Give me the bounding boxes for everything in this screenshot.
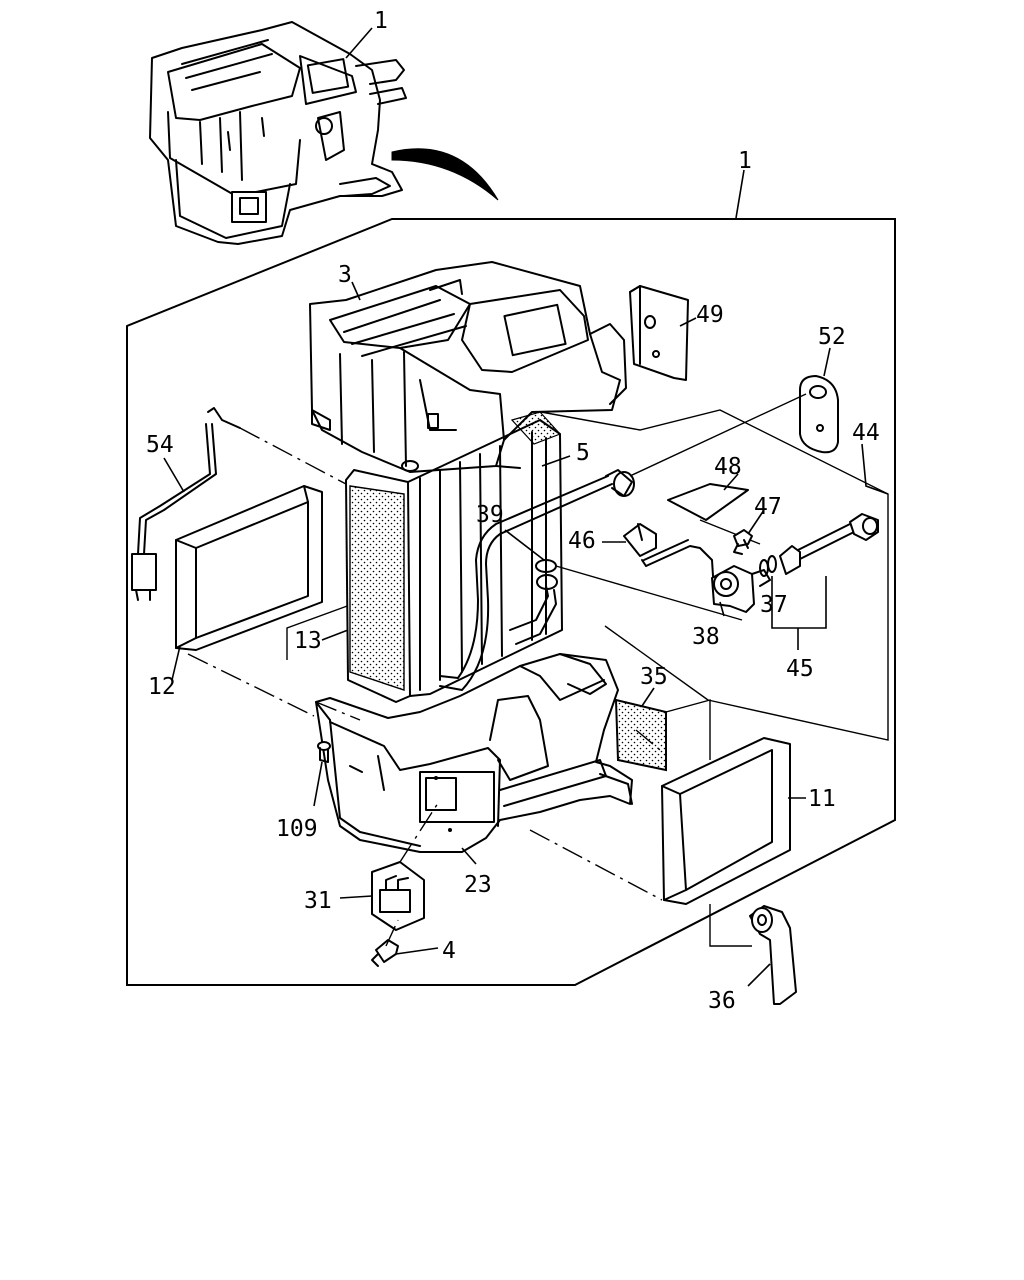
callout-45: 45	[786, 656, 814, 682]
callout-11: 11	[808, 786, 836, 812]
sensor-clip-part	[623, 523, 723, 597]
callout-46: 46	[568, 528, 596, 554]
exploded-view-frame	[126, 218, 896, 986]
callout-39: 39	[476, 502, 504, 528]
callout-36: 36	[708, 988, 736, 1014]
callout-1-frame: 1	[738, 148, 752, 174]
callout-52: 52	[818, 324, 846, 350]
callout-35: 35	[640, 664, 668, 690]
refrigerant-hose-part	[779, 513, 879, 575]
refrigerant-pipe-part	[439, 469, 635, 691]
callout-12: 12	[148, 674, 176, 700]
callout-49: 49	[696, 302, 724, 328]
lower-case-part	[315, 653, 633, 853]
callout-3: 3	[338, 262, 352, 288]
callout-48: 48	[714, 454, 742, 480]
callout-44: 44	[852, 420, 880, 446]
callout-37: 37	[760, 592, 788, 618]
callout-109: 109	[276, 816, 318, 842]
thermistor-harness-part	[131, 407, 347, 601]
foam-seal-part	[614, 698, 711, 772]
valve-subassembly-outline	[286, 409, 889, 741]
callout-54: 54	[146, 432, 174, 458]
callout-5: 5	[576, 440, 590, 466]
right-air-filter-frame-part	[529, 737, 791, 905]
grommet-part	[629, 375, 839, 477]
insulator-pad-part	[629, 285, 689, 381]
screw-109-part	[315, 701, 361, 763]
callout-labels: 1 1 3 49 52 44 54 5 48 47 39 46 37 38 13…	[146, 8, 880, 1014]
callout-23: 23	[464, 872, 492, 898]
left-air-filter-frame-part	[175, 485, 323, 651]
resistor-part	[371, 799, 441, 931]
callout-47: 47	[754, 494, 782, 520]
callout-4: 4	[442, 938, 456, 964]
callout-13: 13	[294, 628, 322, 654]
arrow-icon	[391, 148, 499, 201]
screw-47-part	[733, 529, 753, 555]
leader-lines	[163, 27, 889, 987]
screw-4-part	[371, 919, 399, 967]
drain-hose-part	[709, 904, 797, 1005]
evaporator-core-part	[345, 411, 563, 703]
o-ring-set-part	[759, 555, 777, 577]
callout-31: 31	[304, 888, 332, 914]
callout-38: 38	[692, 624, 720, 650]
expansion-valve-part	[555, 565, 771, 621]
assembled-unit-drawing	[149, 21, 407, 245]
upper-case-part	[309, 261, 627, 473]
callout-1-assembly: 1	[374, 8, 388, 34]
